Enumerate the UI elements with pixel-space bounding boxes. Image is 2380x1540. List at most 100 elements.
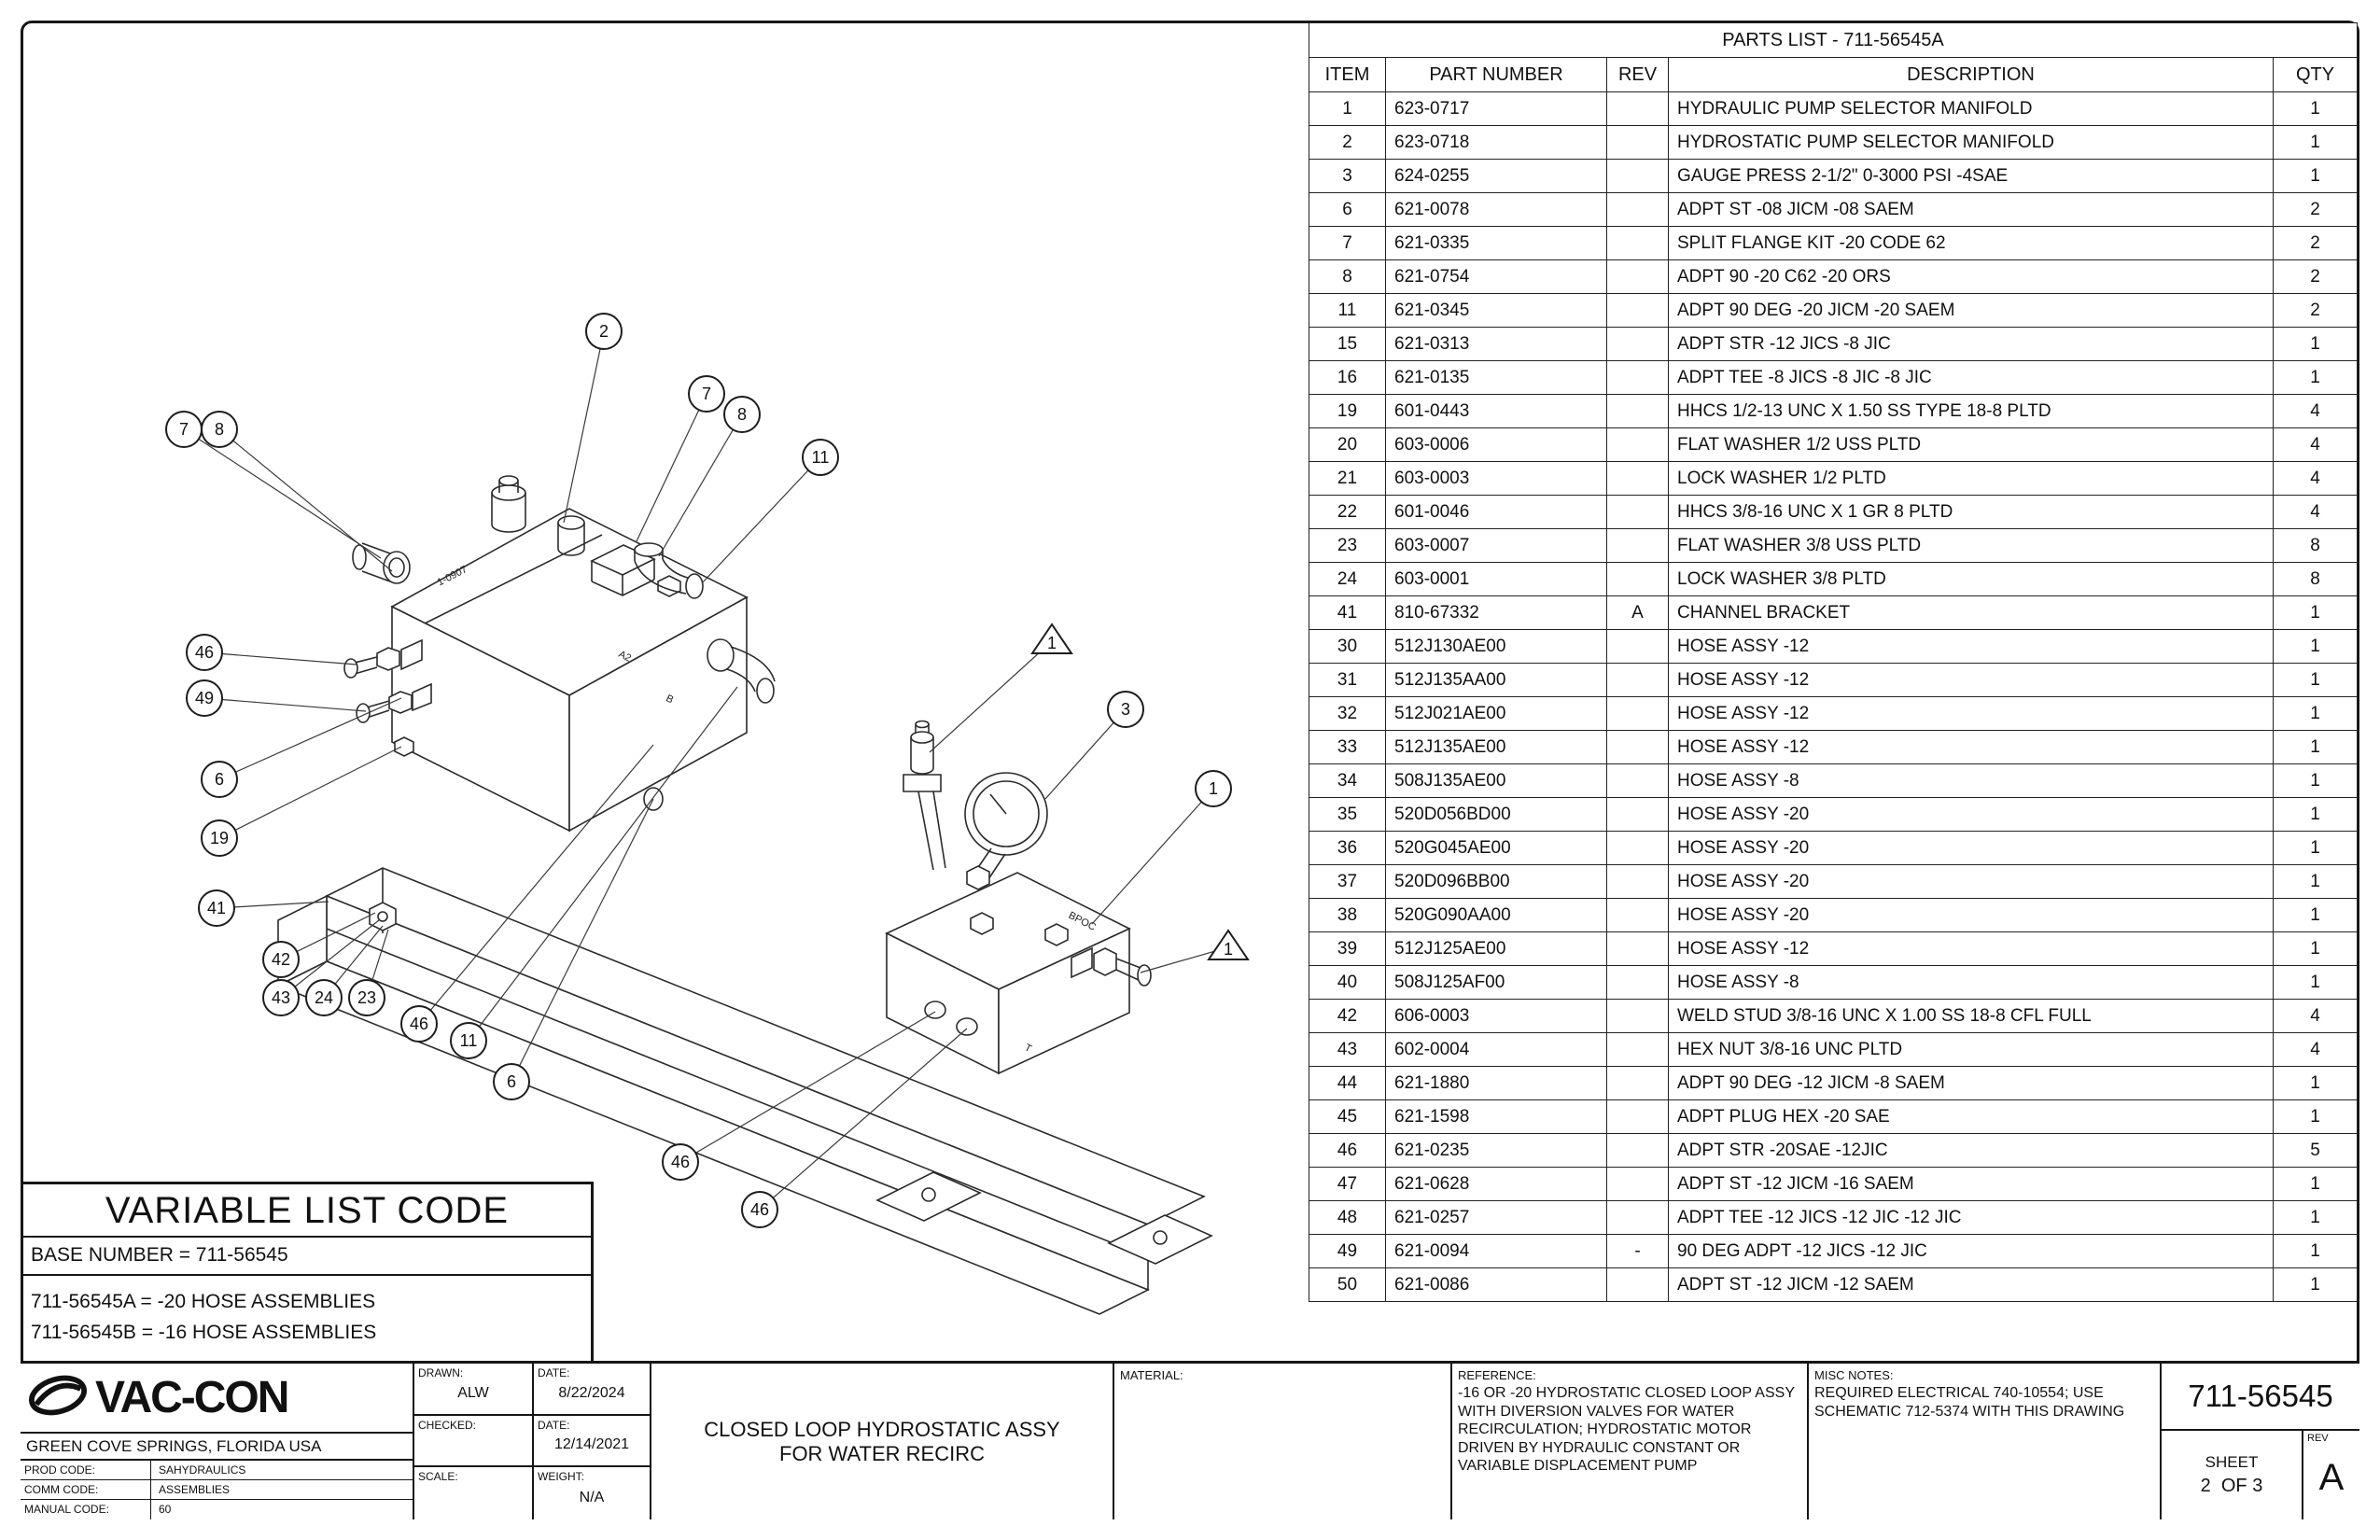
leader-line xyxy=(759,1028,968,1211)
cell-rev xyxy=(1606,864,1669,899)
leader-line xyxy=(203,697,367,712)
cell-description: ADPT PLUG HEX -20 SAE xyxy=(1668,1099,2274,1134)
cell-part-number: 512J135AA00 xyxy=(1385,663,1607,697)
balloon-number: 2 xyxy=(599,322,609,341)
cell-item: 7 xyxy=(1309,226,1386,260)
cell-part-number: 621-0135 xyxy=(1385,360,1607,395)
variable-list-box: VARIABLE LIST CODE BASE NUMBER = 711-565… xyxy=(21,1182,594,1368)
cell-description: ADPT STR -12 JICS -8 JIC xyxy=(1668,327,2274,361)
cell-part-number: 603-0007 xyxy=(1385,528,1607,563)
variable-line: 711-56545A = -20 HOSE ASSEMBLIES xyxy=(31,1291,376,1312)
cell-part-number: 810-67332 xyxy=(1385,595,1607,630)
cell-description: HOSE ASSY -20 xyxy=(1668,797,2274,832)
cell-description: ADPT ST -08 JICM -08 SAEM xyxy=(1668,192,2274,227)
cell-description: ADPT 90 DEG -12 JICM -8 SAEM xyxy=(1668,1066,2274,1100)
cell-description: ADPT ST -12 JICM -12 SAEM xyxy=(1668,1267,2274,1302)
leader-line xyxy=(1044,708,1127,800)
leader-line xyxy=(636,393,707,542)
leader-line xyxy=(929,640,1053,753)
cell-part-number: 621-0078 xyxy=(1385,192,1607,227)
weight-label: WEIGHT: xyxy=(538,1470,584,1484)
cell-part-number: 603-0003 xyxy=(1385,461,1607,496)
cell-qty: 4 xyxy=(2273,1032,2358,1067)
cell-description: HOSE ASSY -12 xyxy=(1668,931,2274,966)
cell-description: HYDRAULIC PUMP SELECTOR MANIFOLD xyxy=(1668,91,2274,126)
leader-line xyxy=(280,919,380,999)
cell-description: HOSE ASSY -12 xyxy=(1668,629,2274,664)
cell-rev xyxy=(1606,696,1669,731)
cell-qty: 4 xyxy=(2273,394,2358,428)
flag-note xyxy=(1030,623,1073,654)
cell-part-number: 508J125AF00 xyxy=(1385,965,1607,1000)
checked-date-cell: DATE: 12/14/2021 xyxy=(532,1415,650,1468)
cell-rev xyxy=(1606,831,1669,865)
cell-qty: 1 xyxy=(2273,1234,2358,1268)
cell-part-number: 621-0345 xyxy=(1385,293,1607,328)
cell-rev xyxy=(1606,1167,1669,1201)
cell-description: GAUGE PRESS 2-1/2" 0-3000 PSI -4SAE xyxy=(1668,159,2274,193)
manifold-assembly xyxy=(343,475,1152,1075)
cell-item: 44 xyxy=(1309,1066,1386,1100)
balloon-callout xyxy=(723,396,761,433)
cell-part-number: 621-0313 xyxy=(1385,327,1607,361)
balloon-number: 8 xyxy=(215,420,224,439)
cell-part-number: 512J125AE00 xyxy=(1385,931,1607,966)
balloon-number: 3 xyxy=(1121,700,1130,719)
cell-part-number: 623-0717 xyxy=(1385,91,1607,126)
leader-line xyxy=(216,901,329,909)
cell-rev xyxy=(1606,293,1669,328)
balloon-number: 7 xyxy=(702,385,711,403)
balloon-callout xyxy=(262,941,300,978)
cell-qty: 1 xyxy=(2273,629,2358,664)
scale-cell: SCALE: xyxy=(414,1467,532,1519)
balloon-number: 43 xyxy=(272,988,290,1007)
cell-description: HOSE ASSY -8 xyxy=(1668,965,2274,1000)
cell-item: 40 xyxy=(1309,965,1386,1000)
cell-description: WELD STUD 3/8-16 UNC X 1.00 SS 18-8 CFL … xyxy=(1668,999,2274,1033)
cell-rev xyxy=(1606,999,1669,1033)
cell-rev xyxy=(1606,528,1669,563)
balloon-callout xyxy=(262,979,300,1016)
variable-list-title: VARIABLE LIST CODE xyxy=(23,1184,591,1238)
rev-label: REV xyxy=(2307,1433,2329,1444)
cell-item: 37 xyxy=(1309,864,1386,899)
cell-qty: 1 xyxy=(2273,125,2358,160)
balloon-callout xyxy=(201,819,238,857)
base-number-line: BASE NUMBER = 711-56545 xyxy=(23,1238,591,1276)
balloon-number: 24 xyxy=(315,988,333,1007)
balloon-number: 1 xyxy=(1224,940,1233,959)
leader-line xyxy=(658,413,743,557)
cell-qty: 1 xyxy=(2273,965,2358,1000)
cell-rev xyxy=(1606,797,1669,832)
cell-qty: 4 xyxy=(2273,427,2358,462)
cell-qty: 4 xyxy=(2273,495,2358,529)
cell-description: HHCS 3/8-16 UNC X 1 GR 8 PLTD xyxy=(1668,495,2274,529)
drawing-title: CLOSED LOOP HYDROSTATIC ASSY FOR WATER R… xyxy=(650,1364,1113,1519)
cell-qty: 1 xyxy=(2273,1200,2358,1235)
column-header: PART NUMBER xyxy=(1385,57,1607,92)
sheet-cell: SHEET 2 OF 3 xyxy=(2162,1431,2302,1519)
drawing-number-block: 711-56545 SHEET 2 OF 3 REV A xyxy=(2160,1364,2359,1519)
cell-qty: 1 xyxy=(2273,1066,2358,1100)
cell-qty: 1 xyxy=(2273,159,2358,193)
prod-code-label: PROD CODE: xyxy=(21,1461,151,1479)
cell-item: 1 xyxy=(1309,91,1386,126)
cell-item: 20 xyxy=(1309,427,1386,462)
cell-item: 38 xyxy=(1309,898,1386,932)
cell-rev xyxy=(1606,259,1669,294)
cell-rev xyxy=(1606,461,1669,496)
cell-description: ADPT 90 DEG -20 JICM -20 SAEM xyxy=(1668,293,2274,328)
cell-item: 33 xyxy=(1309,730,1386,764)
cell-part-number: 621-0335 xyxy=(1385,226,1607,260)
cell-part-number: 520G090AA00 xyxy=(1385,898,1607,932)
balloon-callout xyxy=(201,761,238,798)
drawn-date-value: 8/22/2024 xyxy=(558,1384,625,1401)
cell-qty: 2 xyxy=(2273,293,2358,328)
balloon-number: 11 xyxy=(460,1031,478,1050)
